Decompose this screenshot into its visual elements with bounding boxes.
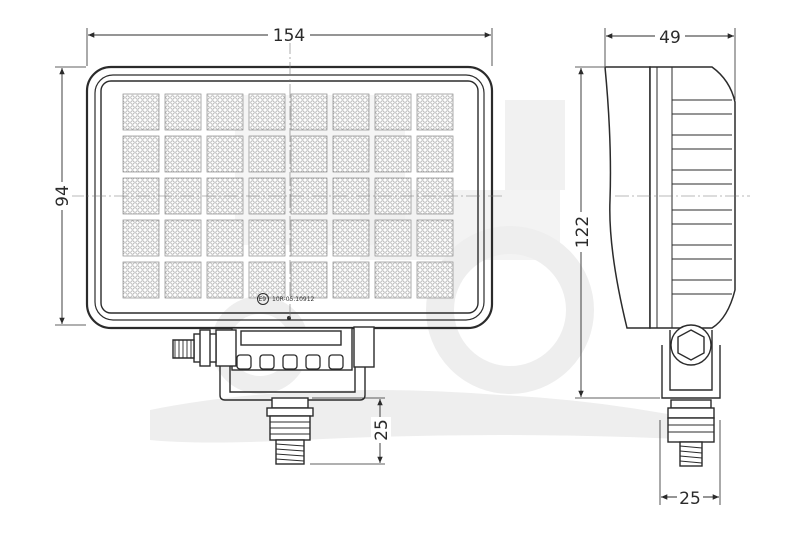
heatsink-fin	[672, 279, 732, 295]
screw-dot	[287, 316, 291, 320]
lens-cell	[164, 261, 202, 299]
lens-cell	[248, 261, 286, 299]
lens-cell	[164, 93, 202, 131]
dimension-depth-label: 49	[659, 28, 681, 48]
heatsink-fin	[672, 134, 732, 150]
dimension-side-height-label: 122	[573, 216, 593, 248]
lens-cell	[332, 135, 370, 173]
lens-cell	[122, 219, 160, 257]
dimension-bolt-width-label: 25	[679, 489, 701, 509]
lens-cell	[164, 219, 202, 257]
lens-cell	[374, 261, 412, 299]
lens-cell	[332, 93, 370, 131]
bracket-knob	[282, 354, 298, 370]
lens-cell	[416, 93, 454, 131]
lens-cell	[374, 93, 412, 131]
heatsink-fin	[672, 244, 732, 260]
lens-cell	[290, 135, 328, 173]
dimension-bolt-length-label: 25	[372, 419, 392, 441]
lens-cell	[416, 261, 454, 299]
lens-frame	[100, 80, 479, 314]
heatsink-fin	[672, 209, 732, 225]
heatsink-fin	[672, 99, 732, 115]
bottom-bolt	[266, 397, 314, 465]
lens-cell	[206, 135, 244, 173]
lens-cell	[290, 219, 328, 257]
approval-mark: E9 10R-05.10912	[257, 293, 315, 305]
dimension-width-label: 154	[273, 26, 305, 46]
lens-cell	[332, 261, 370, 299]
bracket-knob	[259, 354, 275, 370]
lens-cell	[374, 135, 412, 173]
lens-cell	[206, 93, 244, 131]
lens-cell	[206, 261, 244, 299]
side-view: 49 122 25	[571, 26, 750, 509]
lens-cell	[290, 93, 328, 131]
side-bracket	[661, 324, 721, 467]
front-view: E9 10R-05.10912	[52, 25, 505, 465]
lamp-side-profile	[604, 66, 736, 329]
lens-cell	[122, 261, 160, 299]
heatsink-fins	[672, 99, 732, 295]
lens-cell	[416, 135, 454, 173]
approval-number: 10R-05.10912	[272, 296, 315, 303]
dimension-width: 154	[86, 25, 493, 66]
lens-cell	[164, 135, 202, 173]
lens-cell	[122, 93, 160, 131]
lens-cell	[248, 93, 286, 131]
lens-cell	[206, 219, 244, 257]
lens-cell	[122, 135, 160, 173]
lens-cell	[332, 219, 370, 257]
lens-cell	[248, 135, 286, 173]
bracket-knob	[328, 354, 344, 370]
dimension-height: 94	[52, 66, 86, 326]
bracket-knob	[236, 354, 252, 370]
heatsink-fin	[672, 169, 732, 185]
dimension-height-label: 94	[53, 185, 73, 207]
lens-cell	[374, 219, 412, 257]
dimension-depth: 49	[604, 26, 736, 100]
approval-mark-label: E9	[259, 296, 267, 303]
dimension-side-height: 122	[571, 66, 660, 399]
lens-cell	[248, 219, 286, 257]
dimension-bolt-width: 25	[659, 420, 721, 509]
bracket-knobs	[236, 354, 344, 370]
dimension-bolt-length: 25	[310, 397, 392, 465]
bracket-knob	[305, 354, 321, 370]
lamp-housing-inner	[94, 74, 485, 321]
lens-cell	[416, 219, 454, 257]
lens-cell	[290, 261, 328, 299]
